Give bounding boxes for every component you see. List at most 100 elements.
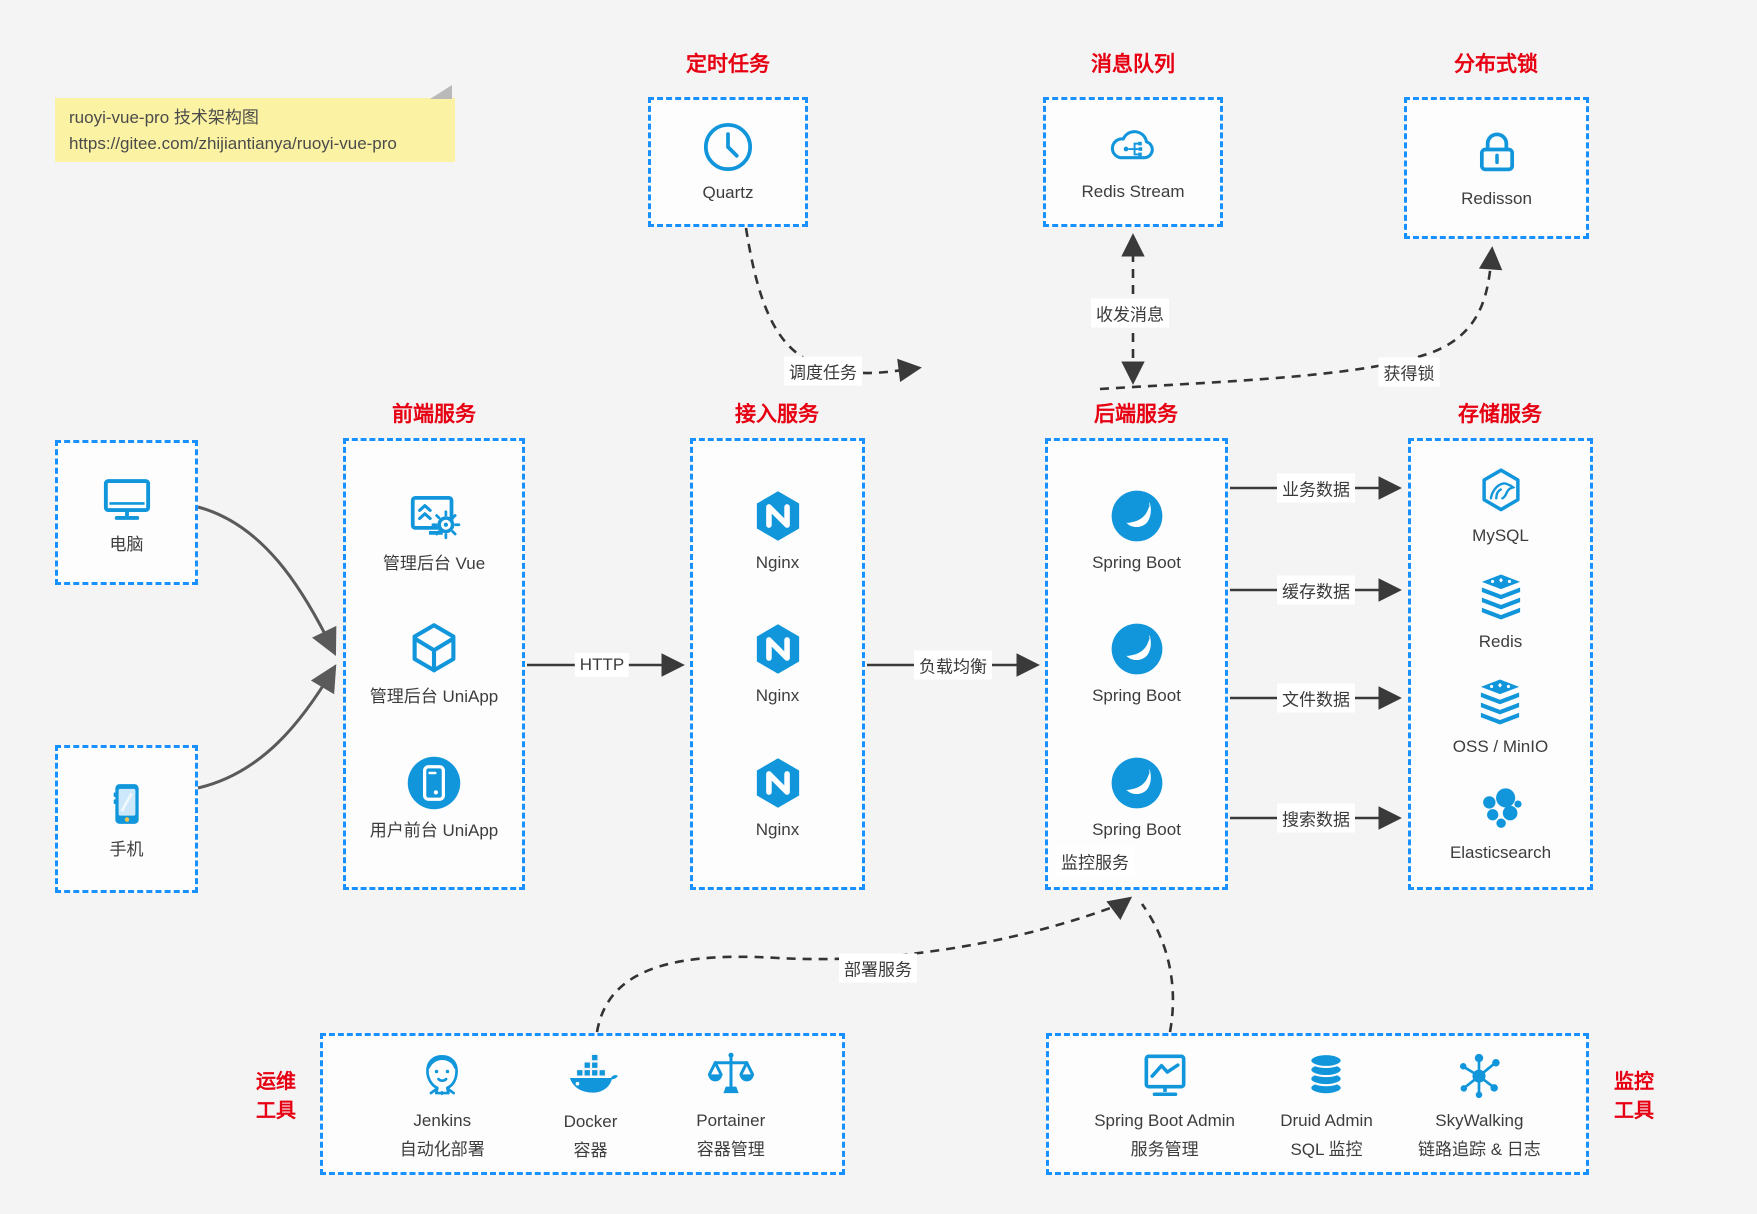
- note-fold-corner: [430, 85, 452, 99]
- node-label: Spring Boot Admin: [1094, 1110, 1235, 1130]
- group-box-gateway: Nginx Nginx Nginx: [690, 438, 865, 890]
- node-portainer: Portainer 容器管理: [696, 1047, 765, 1161]
- node-redis-stream: Redis Stream: [1082, 120, 1184, 203]
- node-label: 管理后台 Vue: [382, 553, 486, 573]
- node-label: MySQL: [1472, 525, 1529, 545]
- edge-label-business-data: 业务数据: [1277, 473, 1355, 503]
- edge-label-cache-data: 缓存数据: [1277, 575, 1355, 605]
- node-label: SkyWalking: [1435, 1110, 1524, 1130]
- group-title-scheduled-jobs: 定时任务: [686, 53, 770, 76]
- node-nginx-2: Nginx: [749, 620, 807, 707]
- node-label: 手机: [109, 840, 144, 860]
- monitor-label-line1: 监控: [1614, 1071, 1654, 1093]
- node-user-uniapp: 用户前台 UniApp: [370, 753, 498, 842]
- group-box-redisson: Redisson: [1404, 97, 1589, 239]
- node-label: Docker: [563, 1111, 618, 1131]
- node-quartz: Quartz: [700, 119, 756, 204]
- skywalking-icon: [1451, 1047, 1507, 1103]
- desktop-icon: [98, 469, 156, 527]
- node-label: 管理后台 UniApp: [369, 687, 499, 707]
- node-redisson: Redisson: [1461, 125, 1532, 210]
- group-title-gateway: 接入服务: [735, 403, 819, 426]
- clock-icon: [700, 119, 756, 175]
- spring-boot-icon: [1108, 487, 1166, 545]
- group-title-ops-tools: 运维 工具: [240, 1068, 312, 1126]
- node-label: Spring Boot: [1092, 553, 1181, 573]
- node-admin-vue: 管理后台 Vue: [383, 486, 485, 575]
- client-box-phone: 手机: [55, 745, 198, 893]
- node-phone: 手机: [99, 776, 155, 861]
- group-title-backend: 后端服务: [1094, 403, 1178, 426]
- node-label: Quartz: [702, 183, 754, 203]
- nginx-icon: [749, 620, 807, 678]
- node-nginx-1: Nginx: [749, 487, 807, 574]
- group-title-monitor-tools: 监控 工具: [1598, 1068, 1670, 1126]
- node-sublabel: 自动化部署: [399, 1140, 485, 1159]
- node-mysql: MySQL: [1472, 464, 1529, 547]
- edge-label-http: HTTP: [574, 653, 630, 677]
- node-sublabel: 链路追踪 & 日志: [1417, 1140, 1541, 1159]
- group-box-redis-stream: Redis Stream: [1043, 97, 1223, 227]
- group-title-distributed-lock: 分布式锁: [1454, 53, 1538, 76]
- node-springboot-2: Spring Boot: [1092, 620, 1181, 707]
- node-label: Jenkins: [413, 1110, 472, 1130]
- group-box-storage: MySQL Redis: [1408, 438, 1593, 890]
- portainer-icon: [703, 1047, 759, 1103]
- group-box-backend: Spring Boot Spring Boot Spring Boot: [1045, 438, 1228, 890]
- group-title-message-queue: 消息队列: [1091, 53, 1175, 76]
- node-pc: 电脑: [98, 469, 156, 556]
- group-title-frontend: 前端服务: [392, 403, 476, 426]
- spring-boot-admin-icon: [1137, 1047, 1193, 1103]
- client-box-pc: 电脑: [55, 440, 198, 585]
- node-docker: Docker 容器: [562, 1046, 620, 1162]
- uniapp-user-icon: [404, 753, 464, 813]
- edge-label-messaging: 收发消息: [1091, 298, 1169, 328]
- node-springboot-admin: Spring Boot Admin 服务管理: [1094, 1047, 1235, 1161]
- edge-label-schedule: 调度任务: [784, 356, 862, 386]
- node-jenkins: Jenkins 自动化部署: [400, 1047, 485, 1161]
- edge-label-lock: 获得锁: [1378, 357, 1440, 387]
- ops-label-line2: 工具: [256, 1100, 296, 1122]
- smartphone-icon: [99, 776, 155, 832]
- oss-minio-icon: [1473, 675, 1527, 729]
- node-label: 电脑: [109, 534, 144, 554]
- node-label: Druid Admin: [1280, 1110, 1373, 1130]
- edge-label-deploy: 部署服务: [839, 953, 917, 983]
- node-druid-admin: Druid Admin SQL 监控: [1280, 1047, 1373, 1161]
- ops-label-line1: 运维: [256, 1071, 296, 1093]
- group-box-frontend: 管理后台 Vue 管理后台 UniApp 用户前台 UniApp: [343, 438, 525, 890]
- admin-vue-icon: [404, 486, 464, 546]
- node-skywalking: SkyWalking 链路追踪 & 日志: [1418, 1047, 1541, 1161]
- docker-icon: [562, 1046, 620, 1104]
- node-springboot-3: Spring Boot: [1092, 754, 1181, 841]
- node-sublabel: 容器: [573, 1141, 608, 1160]
- group-box-monitor: Spring Boot Admin 服务管理 Druid Admin SQL 监…: [1046, 1033, 1589, 1175]
- connector-pc-frontend: [197, 505, 337, 657]
- connector-monitor: [1140, 903, 1175, 1033]
- node-nginx-3: Nginx: [749, 754, 807, 841]
- group-box-quartz: Quartz: [648, 97, 808, 227]
- uniapp-cube-icon: [404, 619, 464, 679]
- connector-schedule: [744, 227, 922, 383]
- edge-label-monitor: 监控服务: [1056, 846, 1134, 876]
- node-oss-minio: OSS / MinIO: [1453, 675, 1548, 758]
- connector-phone-frontend: [197, 664, 337, 790]
- redis-icon: [1474, 570, 1528, 624]
- node-label: Elasticsearch: [1449, 843, 1552, 863]
- node-label: Redisson: [1461, 189, 1532, 209]
- node-label: Spring Boot: [1092, 686, 1181, 706]
- node-label: Nginx: [755, 686, 800, 706]
- lock-icon: [1469, 125, 1525, 181]
- elasticsearch-icon: [1473, 781, 1527, 835]
- node-springboot-1: Spring Boot: [1092, 487, 1181, 574]
- node-label: 用户前台 UniApp: [369, 821, 499, 841]
- note-link: https://gitee.com/zhijiantianya/ruoyi-vu…: [69, 134, 397, 154]
- node-sublabel: 容器管理: [696, 1140, 765, 1159]
- nginx-icon: [749, 754, 807, 812]
- node-sublabel: 服务管理: [1130, 1140, 1199, 1159]
- node-label: Portainer: [696, 1110, 766, 1130]
- node-label: Nginx: [755, 819, 800, 839]
- jenkins-icon: [414, 1047, 470, 1103]
- mysql-icon: [1474, 464, 1528, 518]
